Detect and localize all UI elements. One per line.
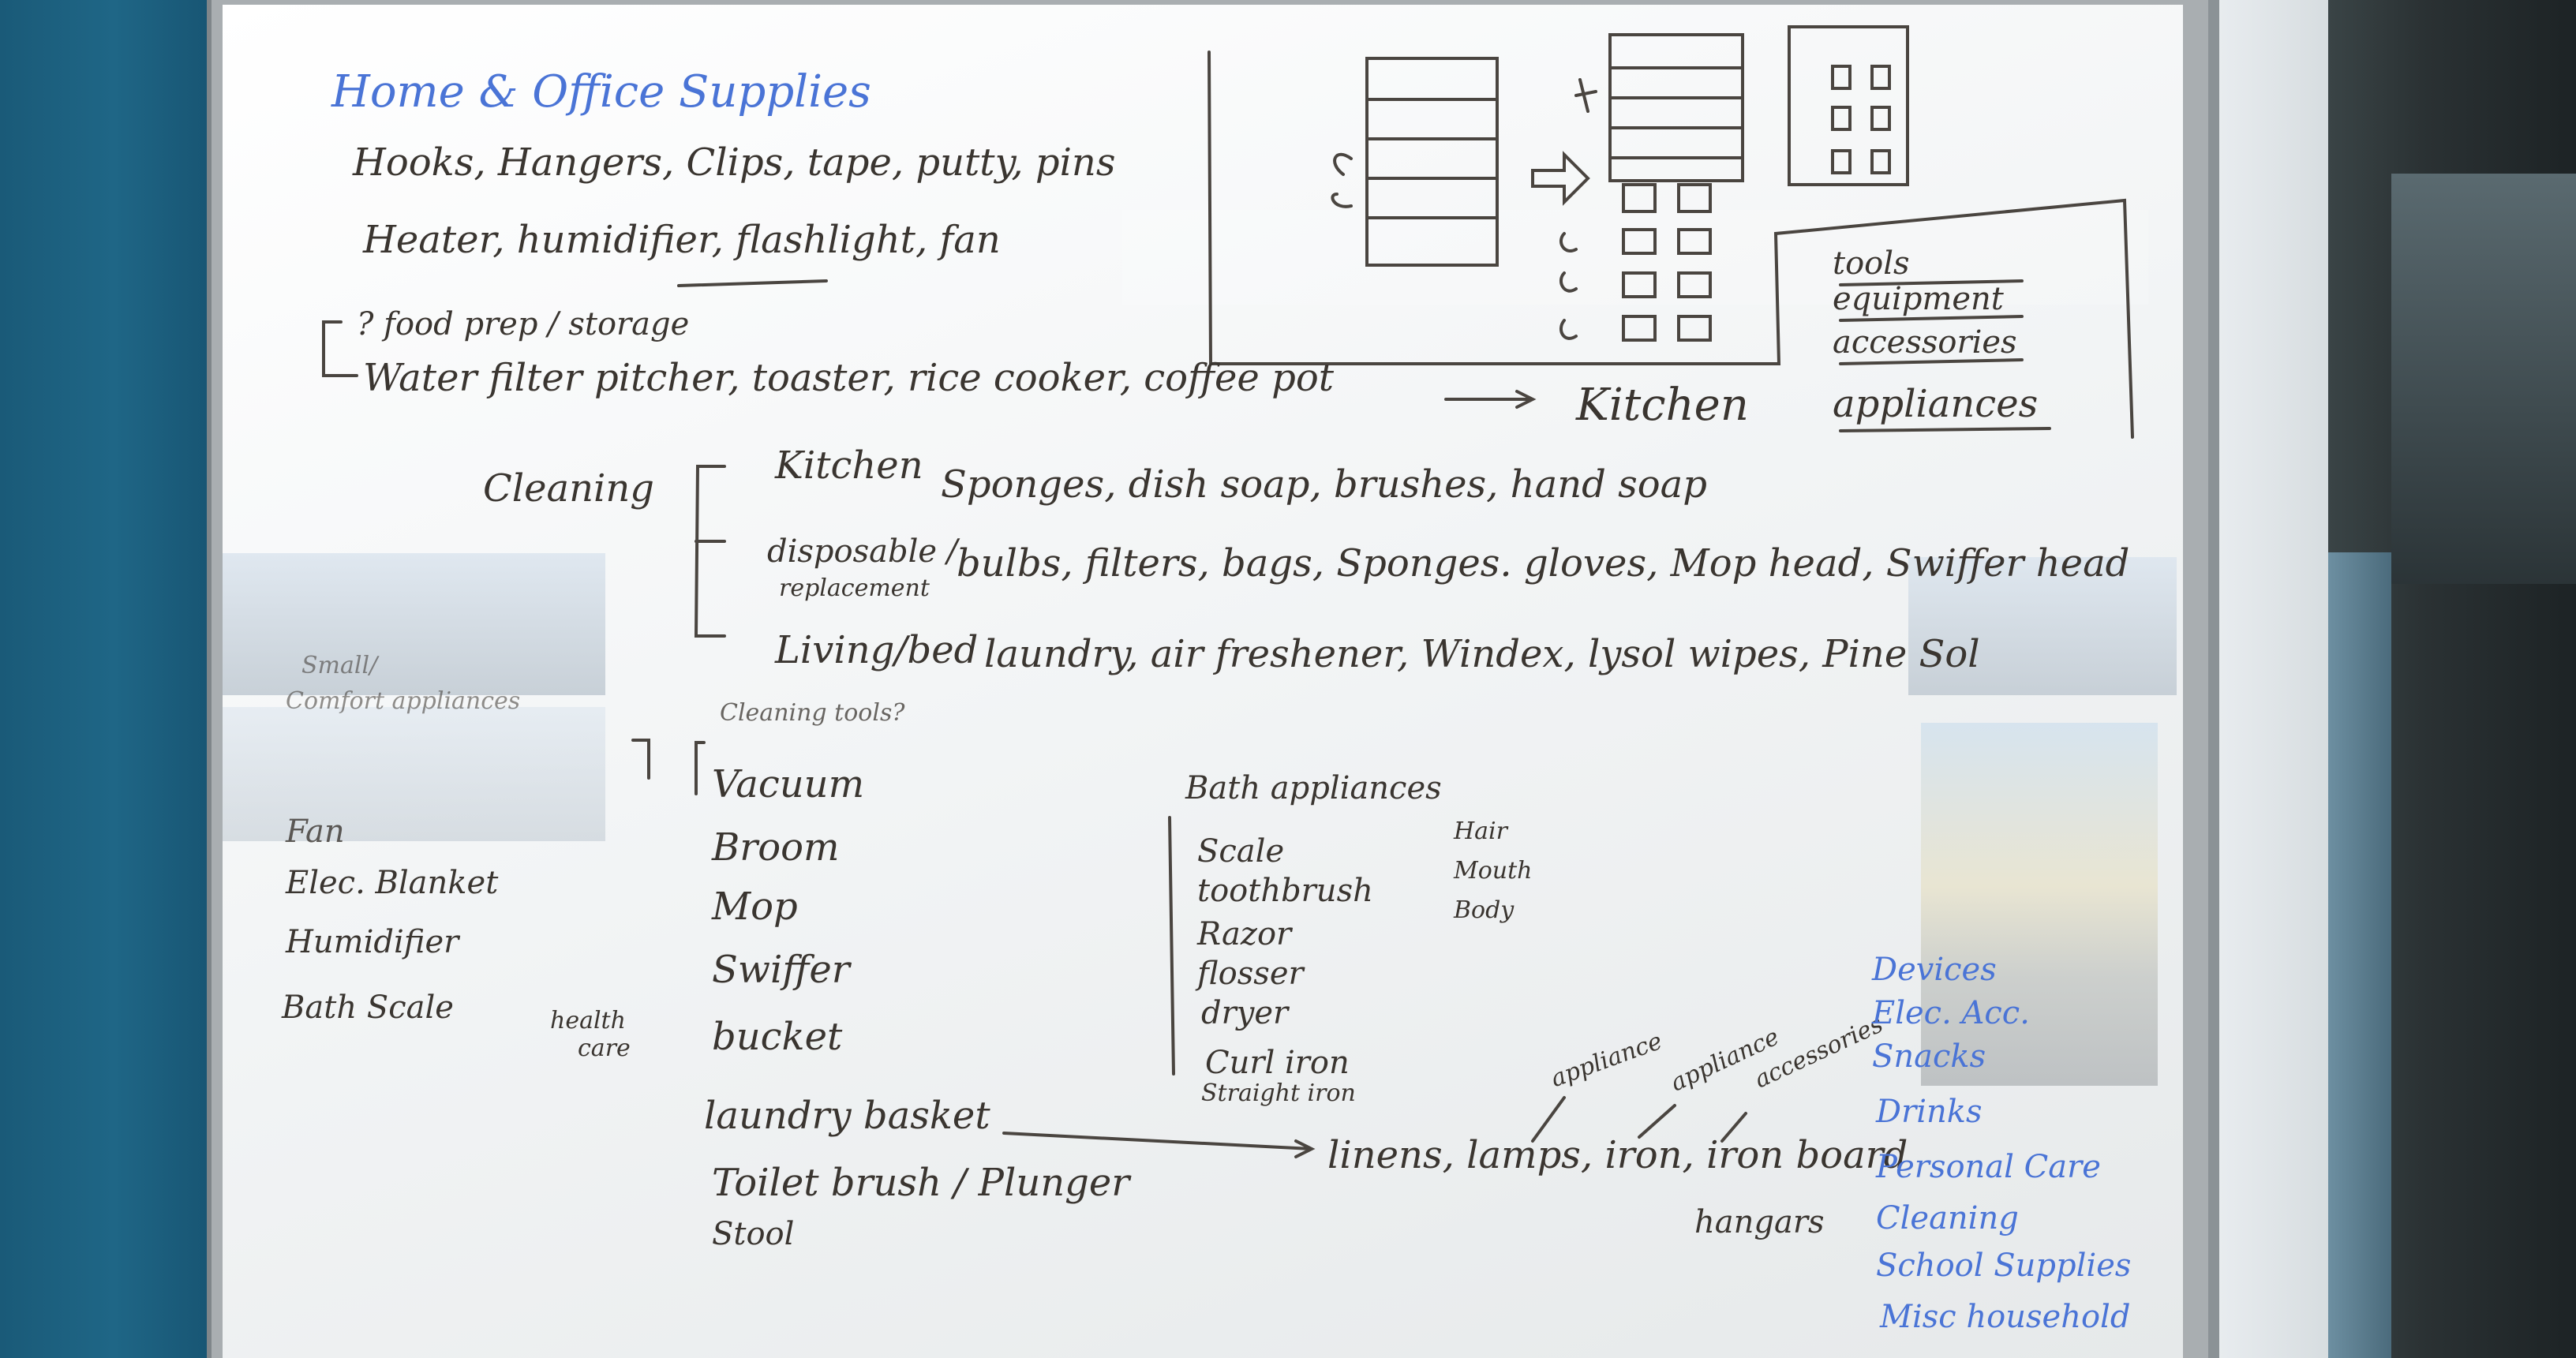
bath-item: Curl iron (1205, 1045, 1350, 1081)
text-cleaning-tools: Cleaning tools? (720, 699, 905, 727)
bath-item: flosser (1197, 956, 1304, 992)
tool-item: Mop (712, 885, 798, 929)
text-linens-line: linens, lamps, iron, iron board (1327, 1133, 1908, 1177)
bath-side-item: Mouth (1454, 857, 1533, 885)
box-item-accessories: accessories (1833, 324, 2017, 361)
bath-item: Razor (1197, 916, 1292, 952)
left-list-item: Elec. Blanket (286, 865, 499, 901)
light-glare (1122, 210, 2148, 305)
text-bath-appliances: Bath appliances (1185, 770, 1442, 806)
blue-list-item: Personal Care (1876, 1149, 2101, 1185)
window-reflection (1908, 557, 2177, 695)
blue-list-item: Devices (1872, 952, 1997, 988)
text-line-supplies: Hooks, Hangers, Clips, tape, putty, pins (353, 140, 1116, 185)
blue-panel (2328, 552, 2391, 1358)
blue-list-item: Cleaning (1876, 1200, 2019, 1236)
text-care: care (578, 1034, 631, 1062)
text-kitchen-appliances: Water filter pitcher, toaster, rice cook… (363, 356, 1334, 400)
blue-list-item: Drinks (1876, 1094, 1983, 1130)
text-disposable-items: bulbs, filters, bags, Sponges. gloves, M… (957, 541, 2130, 585)
blue-list-item: Elec. Acc. (1872, 995, 2030, 1031)
text-comfort-appliances: Comfort appliances (286, 687, 521, 715)
whiteboard: Home & Office Supplies Hooks, Hangers, C… (223, 5, 2183, 1358)
text-cleaning: Cleaning (483, 466, 655, 511)
tool-item: Toilet brush / Plunger (712, 1161, 1130, 1205)
box-item-tools: tools (1833, 245, 1910, 282)
text-kitchen: Kitchen (1576, 380, 1749, 431)
tool-item: bucket (712, 1015, 843, 1059)
left-list-item: Bath Scale (282, 990, 454, 1026)
text-replacement: replacement (779, 574, 930, 602)
window-reflection (223, 707, 605, 841)
blue-wall (0, 0, 207, 1358)
box-item-equipment: equipment (1833, 281, 2004, 317)
text-hangars: hangars (1694, 1204, 1825, 1240)
bath-side-item: Body (1454, 896, 1515, 924)
sketch-drawings (322, 25, 2134, 1158)
text-living-items: laundry, air freshener, Windex, lysol wi… (984, 632, 1980, 676)
text-living-bed: Living/bed (775, 628, 979, 672)
bath-item: dryer (1201, 995, 1289, 1031)
bath-item: toothbrush (1197, 873, 1373, 909)
glass-partition (2391, 174, 2576, 584)
bath-item: Straight iron (1201, 1079, 1356, 1107)
tool-item: laundry basket (704, 1094, 990, 1138)
window-reflection (223, 553, 605, 695)
text-clean-kitchen: Kitchen (775, 443, 923, 488)
text-health: health (550, 1007, 626, 1034)
text-appliances: appliances (1833, 382, 2039, 426)
blue-list-item: Snacks (1872, 1038, 1986, 1075)
tool-item: Stool (712, 1216, 795, 1252)
bath-side-item: Hair (1454, 817, 1507, 845)
board-title: Home & Office Supplies (331, 66, 871, 118)
tool-item: Vacuum (712, 762, 865, 806)
text-food-prep: ? food prep / storage (357, 306, 690, 342)
text-small-appliances: Small/ (301, 652, 378, 679)
text-line-heater: Heater, humidifier, flashlight, fan (363, 218, 1001, 262)
blue-list-item: Misc household (1880, 1299, 2131, 1335)
bath-item: Scale (1197, 833, 1285, 870)
text-disposable: disposable / (767, 533, 958, 570)
window-reflection (1921, 723, 2158, 1086)
white-pillar (2218, 0, 2328, 1358)
text-clean-kitchen-items: Sponges, dish soap, brushes, hand soap (941, 462, 1707, 507)
tool-item: Broom (712, 825, 840, 870)
left-list-item: Fan (286, 814, 345, 850)
tool-item: Swiffer (712, 948, 850, 992)
blue-list-item: School Supplies (1876, 1248, 2132, 1284)
left-list-item: Humidifier (286, 924, 459, 960)
